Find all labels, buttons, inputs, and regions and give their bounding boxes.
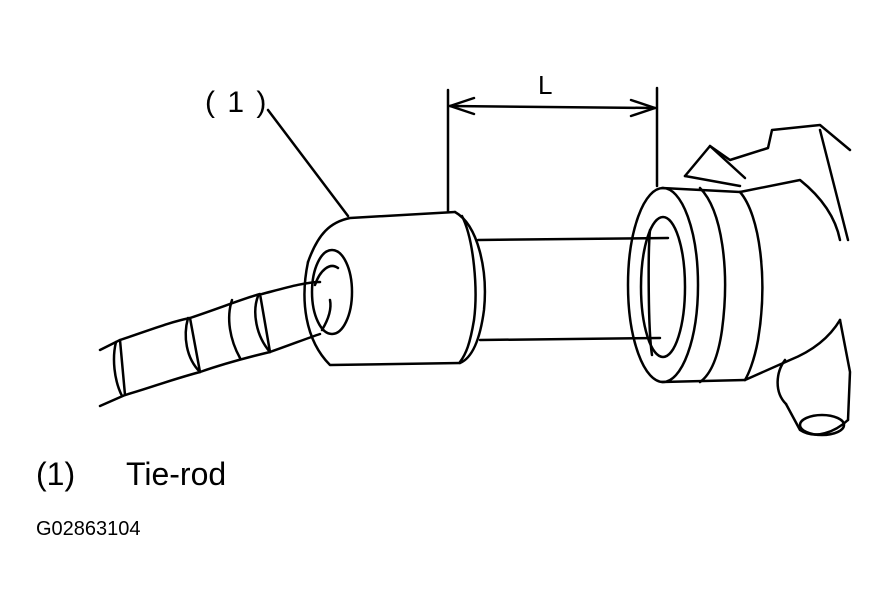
- tie-rod-boot: [98, 280, 322, 408]
- gearbox-housing: [626, 123, 852, 437]
- dimension-l: [446, 86, 659, 214]
- tie-rod-end-cup: [303, 210, 487, 367]
- legend-number: (1): [36, 456, 76, 492]
- callout-leader: [266, 108, 350, 218]
- dimension-label: L: [538, 70, 553, 100]
- legend-text: Tie-rod: [126, 456, 227, 492]
- figure-id: G02863104: [36, 518, 141, 540]
- callout-label: ( 1 ): [205, 86, 269, 119]
- rack-shaft: [476, 236, 670, 342]
